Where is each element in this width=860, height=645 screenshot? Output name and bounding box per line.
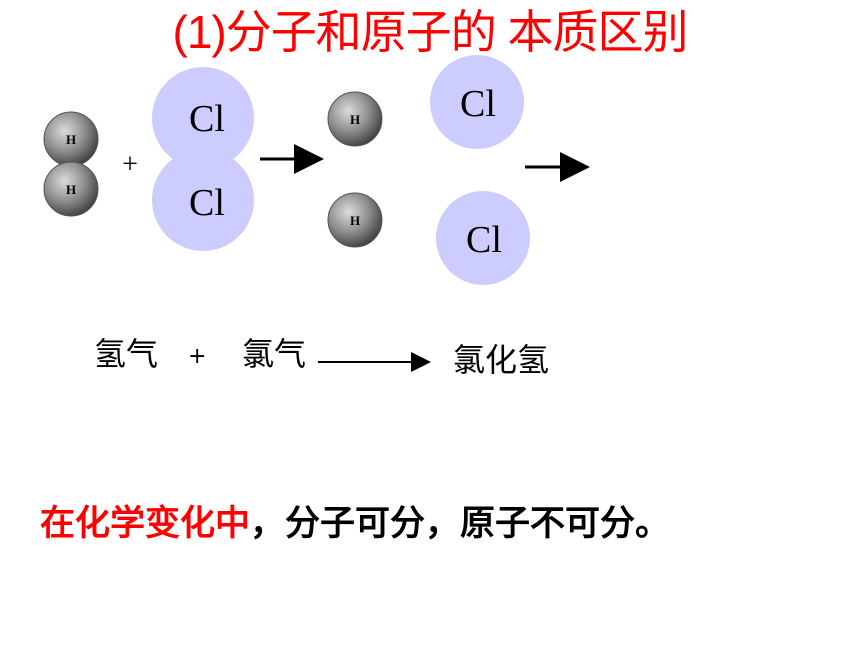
page-title: (1)分子和原子的 本质区别 <box>172 6 689 58</box>
conclusion-text: 在化学变化中，分子可分，原子不可分。 <box>40 500 670 548</box>
word-equation-plus: + <box>188 344 207 369</box>
word-equation-reactant-2: 氯气 <box>242 335 307 373</box>
word-equation-reactant-1: 氢气 <box>94 335 159 373</box>
chlorine-atom-label: Cl <box>466 219 502 261</box>
conclusion-rest: ，分子可分，原子不可分。 <box>250 504 671 544</box>
hydrogen-molecule: H H <box>43 111 99 217</box>
hydrogen-atom-label: H <box>350 213 360 228</box>
separated-chlorine-atoms: Cl Cl <box>430 55 530 285</box>
word-equation-product: 氯化氢 <box>453 341 550 379</box>
chlorine-atom <box>152 149 254 251</box>
hydrogen-atom-label: H <box>350 112 360 127</box>
chlorine-atom-label: Cl <box>189 98 225 140</box>
chlorine-atom <box>430 55 524 149</box>
separated-hydrogen-atoms: H H <box>327 91 383 248</box>
hydrogen-atom <box>327 91 383 147</box>
chlorine-atom <box>152 67 254 169</box>
chlorine-molecule: Cl Cl <box>152 67 254 251</box>
chlorine-atom-label: Cl <box>460 83 496 125</box>
hydrogen-atom <box>327 192 383 248</box>
hydrogen-atom <box>43 161 99 217</box>
chlorine-atom <box>436 191 530 285</box>
conclusion-highlight: 在化学变化中 <box>40 504 251 544</box>
hydrogen-atom-label: H <box>66 132 76 147</box>
hydrogen-atom-label: H <box>66 182 76 197</box>
chlorine-atom-label: Cl <box>189 182 225 224</box>
reaction-plus-sign: + <box>122 149 138 180</box>
